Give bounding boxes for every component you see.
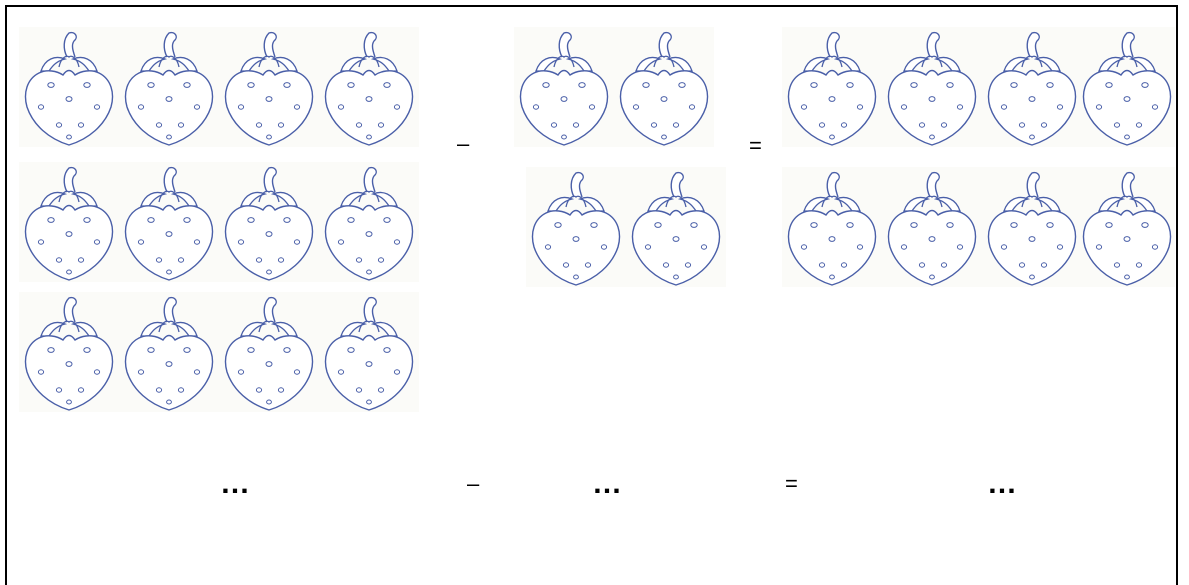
strawberry-icon (219, 292, 319, 412)
strawberry-icon (319, 27, 419, 147)
strawberry-icon (19, 27, 119, 147)
strawberry-icon (119, 162, 219, 282)
equals-sign: = (749, 135, 762, 157)
answer-blank-1[interactable]: … (220, 469, 251, 499)
answer-blank-3[interactable]: … (987, 469, 1018, 499)
strawberry-icon (19, 162, 119, 282)
strawberry-icon (1077, 27, 1175, 147)
strawberry-icon (119, 27, 219, 147)
strawberry-icon (119, 292, 219, 412)
strawberry-icon (782, 167, 882, 287)
strawberry-icon (319, 292, 419, 412)
strawberry-icon (882, 167, 982, 287)
minus-sign: – (457, 133, 469, 155)
strawberry-icon (882, 27, 982, 147)
strawberry-icon (982, 167, 1082, 287)
strawberry-icon (219, 27, 319, 147)
strawberry-icon (219, 162, 319, 282)
strawberry-icon (19, 292, 119, 412)
strawberry-icon (614, 27, 714, 147)
strawberry-icon (626, 167, 726, 287)
strawberry-icon (319, 162, 419, 282)
worksheet-frame: – = … – … = … (5, 5, 1178, 585)
answer-blank-2[interactable]: … (592, 469, 623, 499)
strawberry-icon (514, 27, 614, 147)
strawberry-icon (782, 27, 882, 147)
strawberry-icon (982, 27, 1082, 147)
answer-minus-sign: – (467, 473, 479, 495)
strawberry-icon (526, 167, 626, 287)
answer-equals-sign: = (785, 473, 798, 495)
strawberry-icon (1077, 167, 1175, 287)
